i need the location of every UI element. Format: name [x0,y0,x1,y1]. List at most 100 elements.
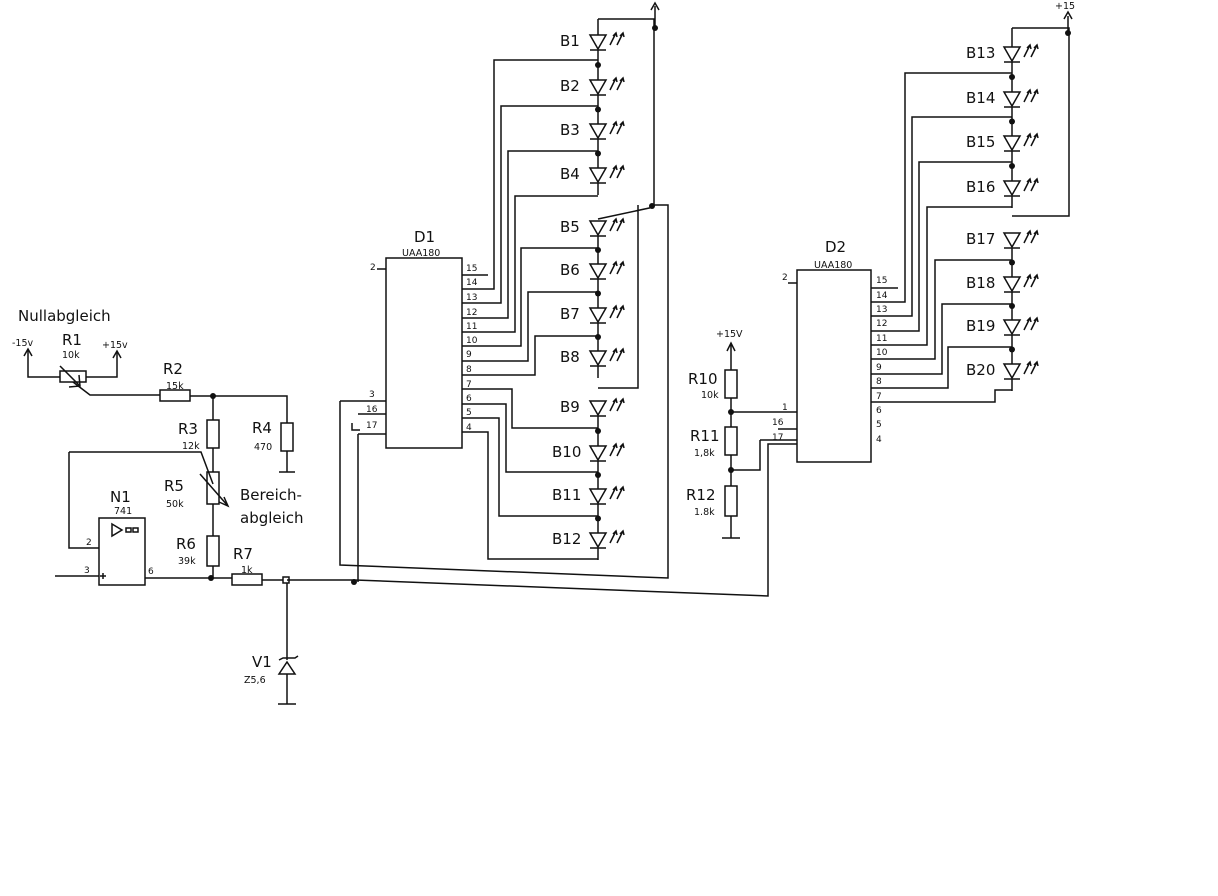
led-b19: B19 [966,316,1039,336]
r4-resistor [279,422,295,473]
led-label: B10 [552,443,581,461]
led-b17: B17 [966,229,1039,249]
n1-type: 741 [114,506,132,517]
led-b4: B4 [560,164,625,184]
d1-right-pins: 15 14 13 12 11 10 9 8 7 6 5 4 [466,264,478,433]
r12-value: 1.8k [694,507,715,518]
r7-name: R7 [233,545,253,563]
led-b2: B2 [560,76,625,96]
svg-text:15: 15 [466,264,477,274]
svg-text:5: 5 [876,420,882,430]
v1-name: V1 [252,653,272,671]
d2-chip [796,269,872,463]
nullabgleich-label: Nullabgleich [18,307,111,325]
d2-right-pins: 15 14 13 12 11 10 9 8 7 6 5 4 [876,276,888,445]
d1-name: D1 [414,228,435,246]
led-b5: B5 [560,217,625,237]
d2-wiring [871,10,1073,403]
mid-plus15-label: +15V [716,329,743,340]
led-label: B6 [560,261,580,279]
svg-text:7: 7 [876,392,882,402]
d1-type: UAA180 [402,248,440,259]
led-label: B15 [966,133,995,151]
svg-text:4: 4 [876,435,882,445]
led-label: B4 [560,165,580,183]
r10-name: R10 [688,370,718,388]
n1-pin2: 2 [86,538,92,548]
led-label: B12 [552,530,581,548]
led-b12: B12 [552,529,625,549]
r2-name: R2 [163,360,183,378]
r12-name: R12 [686,486,716,504]
led-b11: B11 [552,485,625,505]
svg-text:8: 8 [876,377,882,387]
led-b20: B20 [966,360,1039,380]
led-b16: B16 [966,177,1039,197]
signal-bus [287,443,797,597]
d1-wiring [462,1,660,560]
led-label: B13 [966,44,995,62]
d2-left-pins: 2 1 16 17 [731,273,797,471]
svg-text:16: 16 [772,418,784,428]
led-b10: B10 [552,442,625,462]
led-label: B19 [966,317,995,335]
svg-text:11: 11 [876,334,887,344]
r2-value: 15k [166,381,184,392]
d2-type: UAA180 [814,260,852,271]
r5-value: 50k [166,499,184,510]
led-label: B9 [560,398,580,416]
n1-pin6: 6 [148,567,154,577]
svg-text:2: 2 [370,263,376,273]
svg-text:7: 7 [466,380,472,390]
svg-text:6: 6 [466,394,472,404]
v1-value: Z5,6 [244,675,266,686]
r5-potentiometer [69,451,230,536]
svg-text:10: 10 [876,348,888,358]
svg-text:2: 2 [782,273,788,283]
svg-text:6: 6 [876,406,882,416]
r7-resistor [231,573,290,586]
svg-text:1: 1 [782,403,788,413]
right-supply-label: +15 [1055,1,1075,12]
r1-value: 10k [62,350,80,361]
n1-name: N1 [110,488,131,506]
r3-name: R3 [178,420,198,438]
svg-text:11: 11 [466,322,477,332]
r5-name: R5 [164,477,184,495]
svg-text:14: 14 [466,278,478,288]
r6-name: R6 [176,535,196,553]
led-label: B11 [552,486,581,504]
svg-text:12: 12 [876,319,887,329]
mid-divider [722,341,740,539]
led-b3: B3 [560,120,625,140]
led-label: B5 [560,218,580,236]
r7-value: 1k [241,565,253,576]
svg-text:15: 15 [876,276,887,286]
svg-text:4: 4 [466,423,472,433]
svg-text:5: 5 [466,408,472,418]
r6-value: 39k [178,556,196,567]
led-label: B20 [966,361,995,379]
led-label: B18 [966,274,995,292]
svg-text:10: 10 [466,336,478,346]
svg-text:12: 12 [466,308,477,318]
svg-text:14: 14 [876,291,888,301]
n1-opamp [55,452,232,586]
r1-name: R1 [62,331,82,349]
led-b15: B15 [966,132,1039,152]
svg-text:9: 9 [876,363,882,373]
led-b1: B1 [560,31,625,51]
minus15-label: -15v [12,338,34,349]
r3-resistor [206,396,220,472]
led-label: B17 [966,230,995,248]
led-label: B14 [966,89,995,107]
svg-text:13: 13 [876,305,887,315]
r3-value: 12k [182,441,200,452]
r11-name: R11 [690,427,720,445]
n1-pin3: 3 [84,566,90,576]
led-b13: B13 [966,43,1039,63]
r4-value: 470 [254,442,272,453]
led-label: B1 [560,32,580,50]
led-b18: B18 [966,273,1039,293]
